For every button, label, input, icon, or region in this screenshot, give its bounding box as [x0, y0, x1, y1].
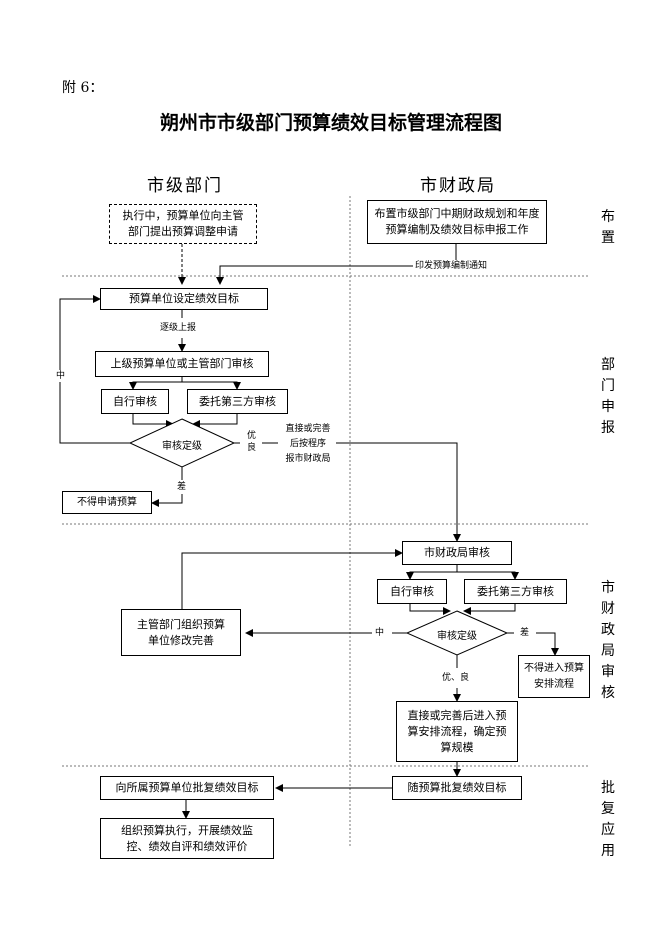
stage-label-finance-review: 市 财 政 局 审 核	[601, 580, 615, 701]
enter-budget-process-box: 直接或完善后进入预算安排流程，确定预算规模	[396, 701, 518, 762]
stage-label-department-apply: 部 门 申 报	[601, 357, 615, 436]
page-title: 朔州市市级部门预算绩效目标管理流程图	[159, 112, 502, 134]
attachment-label: 附 6：	[62, 80, 104, 96]
self-review-box-1: 自行审核	[101, 389, 169, 414]
set-goals-box: 预算单位设定绩效目标	[100, 288, 268, 310]
dept-revise-box: 主管部门组织预算单位修改完善	[121, 609, 241, 656]
not-apply-budget-box: 不得申请预算	[62, 491, 152, 514]
review-grade-diamond-1	[128, 418, 236, 468]
budget-execution-box: 组织预算执行，开展绩效监控、绩效自评和绩效评价	[100, 818, 274, 859]
column-header-left: 市级部门	[147, 176, 223, 196]
finance-arrange-box: 布置市级部门中期财政规划和年度预算编制及绩效目标申报工作	[367, 200, 547, 244]
report-up-label: 逐级上报	[160, 323, 197, 333]
excellent-good-label-1: 优 良	[247, 431, 257, 453]
approve-to-unit-box: 向所属预算单位批复绩效目标	[100, 776, 274, 800]
stage-label-arrange: 布 置	[601, 209, 615, 246]
excellent-good-label-2: 优、良	[442, 673, 470, 683]
review-grade-label-2: 审核定级	[437, 631, 477, 642]
finance-review-box: 市财政局审核	[402, 541, 512, 565]
submit-to-finance-label: 直接或完善 后按程序 报市财政局	[285, 424, 331, 464]
no-budget-arrangement-box: 不得进入预算安排流程	[518, 655, 590, 698]
stage-label-approve-apply: 批 复 应 用	[601, 780, 615, 859]
third-party-review-box-1: 委托第三方审核	[187, 389, 288, 414]
review-grade-label-1: 审核定级	[162, 441, 202, 452]
third-party-review-box-2: 委托第三方审核	[464, 579, 567, 604]
self-review-box-2: 自行审核	[377, 579, 447, 604]
medium-label-2: 中	[375, 628, 385, 638]
column-header-right: 市财政局	[420, 176, 496, 196]
dept-review-box: 上级预算单位或主管部门审核	[95, 351, 269, 377]
poor-label-2: 差	[520, 628, 530, 638]
medium-label-1: 中	[56, 370, 66, 382]
review-grade-diamond-2	[405, 610, 509, 656]
approve-with-budget-box: 随预算批复绩效目标	[392, 776, 522, 800]
stage-separators	[62, 275, 590, 767]
poor-label-1: 差	[177, 482, 187, 492]
midterm-adjust-request-box: 执行中，预算单位向主管部门提出预算调整申请	[109, 204, 257, 244]
notice-label: 印发预算编制通知	[413, 260, 490, 272]
